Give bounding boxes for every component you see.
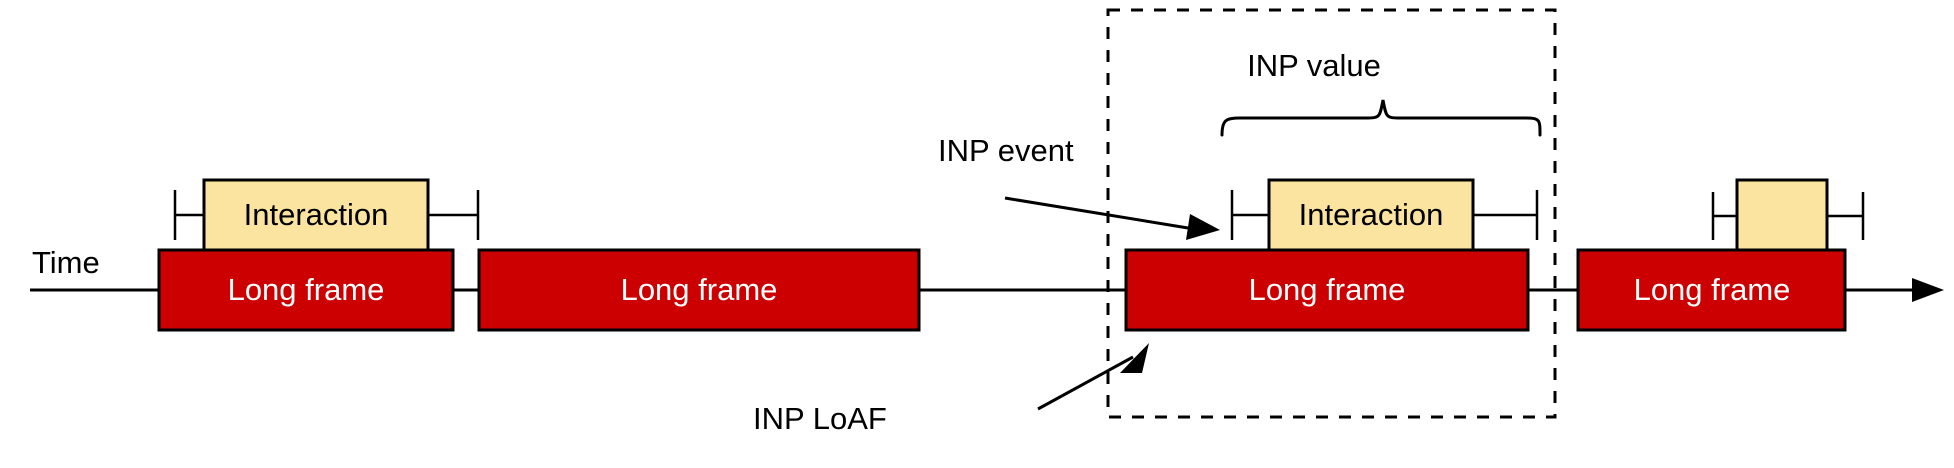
interaction-box-3 <box>1267 178 1475 252</box>
time-axis-arrowhead-icon <box>1912 278 1944 302</box>
inp-value-label: INP value <box>1247 48 1381 83</box>
long-frame-label-1: Long frame <box>228 272 385 307</box>
inp-loaf-leader-line <box>1037 355 1134 411</box>
frame-group-4: Long frame <box>1576 178 1865 332</box>
frame-group-2: Long frame <box>477 248 921 332</box>
long-frame-box-1 <box>157 248 455 332</box>
long-frame-label-2: Long frame <box>621 272 778 307</box>
frame-group-1: Interaction Long frame <box>157 178 480 332</box>
inp-loaf-label: INP LoAF <box>753 401 887 436</box>
long-frame-box-2 <box>477 248 921 332</box>
annotation-inp-loaf: INP LoAF <box>753 343 1149 436</box>
inp-event-label: INP event <box>938 133 1074 168</box>
long-frame-box-4 <box>1576 248 1847 332</box>
annotation-inp-event: INP event <box>938 133 1220 240</box>
long-frame-box-3 <box>1124 248 1530 332</box>
interaction-label-1: Interaction <box>244 197 389 232</box>
interaction-box-4 <box>1735 178 1829 252</box>
annotation-inp-value: INP value <box>1220 48 1542 137</box>
long-frame-label-4: Long frame <box>1634 272 1791 307</box>
interaction-label-3: Interaction <box>1299 197 1444 232</box>
inp-loaf-arrowhead-icon <box>1120 343 1149 373</box>
long-frame-label-3: Long frame <box>1249 272 1406 307</box>
time-axis-label: Time <box>32 245 100 280</box>
inp-event-leader-line <box>1004 196 1189 230</box>
frame-group-3: Interaction Long frame <box>1124 178 1539 332</box>
inp-value-brace-icon <box>1220 99 1542 137</box>
inp-event-arrowhead-icon <box>1186 214 1220 240</box>
